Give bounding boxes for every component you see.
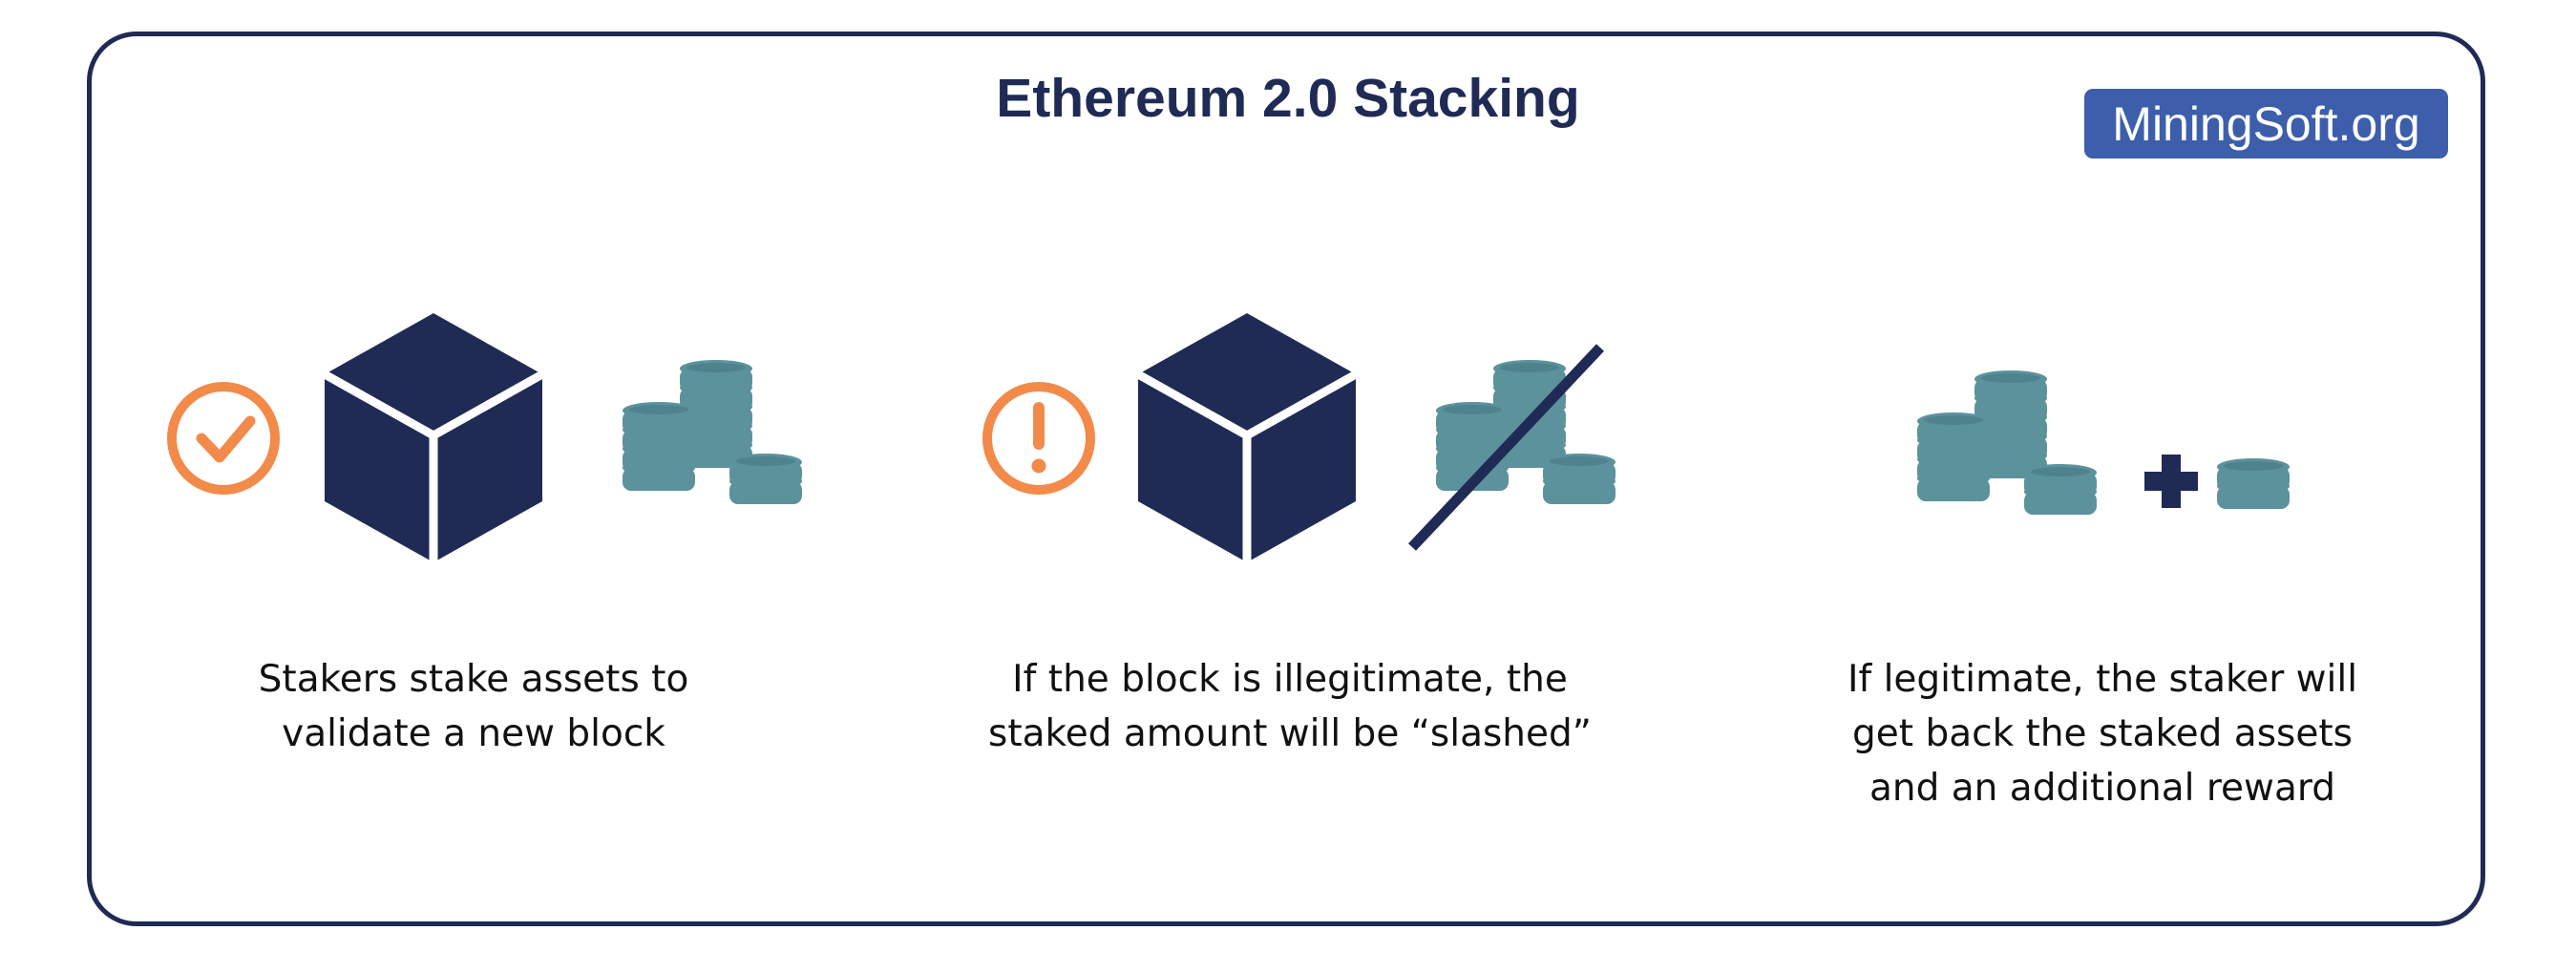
caption-line: validate a new block bbox=[282, 712, 665, 755]
check-circle-icon bbox=[167, 382, 280, 495]
coin-stacks-icon bbox=[1917, 370, 2097, 515]
step-2-caption: If the block is illegitimate, the staked… bbox=[927, 652, 1653, 761]
cube-icon bbox=[1138, 313, 1356, 562]
caption-line: and an additional reward bbox=[1869, 767, 2335, 810]
step-1-caption: Stakers stake assets to validate a new b… bbox=[111, 652, 836, 761]
cube-icon bbox=[325, 313, 542, 562]
caption-line: If legitimate, the staker will bbox=[1847, 658, 2358, 701]
caption-line: If the block is illegitimate, the bbox=[1012, 658, 1568, 701]
brand-badge: MiningSoft.org bbox=[2084, 89, 2448, 159]
exclamation-circle-icon bbox=[982, 382, 1095, 495]
caption-line: Stakers stake assets to bbox=[258, 658, 689, 701]
caption-line: get back the staked assets bbox=[1852, 712, 2353, 755]
caption-line: staked amount will be “slashed” bbox=[988, 712, 1592, 755]
slashed-coin-stacks-icon bbox=[1407, 344, 1615, 551]
coin-stacks-icon bbox=[623, 360, 802, 504]
step-3-caption: If legitimate, the staker will get back … bbox=[1740, 652, 2465, 815]
diagram-title: Ethereum 2.0 Stacking bbox=[996, 68, 1580, 129]
plus-icon bbox=[2144, 455, 2198, 508]
single-coin-stack-icon bbox=[2217, 458, 2290, 509]
